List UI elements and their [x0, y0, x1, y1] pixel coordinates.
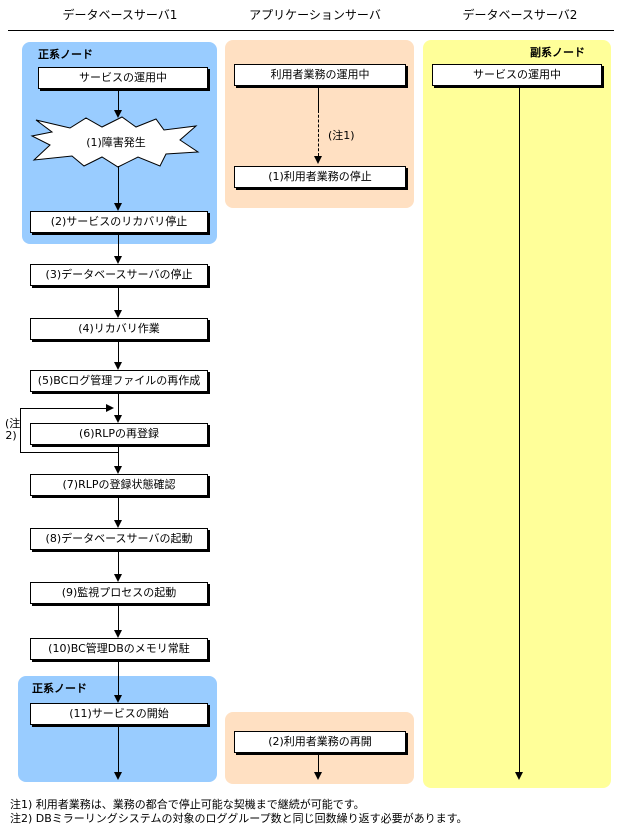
db1-connector-5: [118, 339, 119, 362]
db1-connector-1: [118, 88, 119, 110]
db1-arrowhead-3: [114, 256, 122, 264]
db1-arrowhead-12: [114, 772, 122, 780]
primary-node-label-bottom: 正系ノード: [32, 682, 87, 695]
db1-step3: (3)データベースサーバの停止: [30, 264, 208, 286]
db1-connector-6: [118, 391, 119, 415]
db1-step11: (11)サービスの開始: [30, 703, 208, 725]
loop-bottom-line: [20, 452, 118, 453]
column-header-app: アプリケーションサーバ: [249, 8, 381, 22]
app-connector-solid: [318, 85, 319, 110]
secondary-node-label: 副系ノード: [530, 46, 585, 59]
db1-step9: (9)監視プロセスの起動: [30, 582, 208, 604]
primary-node-zone-bottom: [18, 676, 217, 782]
app-resume: (2)利用者業務の再開: [234, 731, 406, 753]
app-stop: (1)利用者業務の停止: [234, 166, 406, 188]
note-2: 注2) DBミラーリングシステムの対象のロググループ数と同じ回数繰り返す必要があ…: [10, 812, 468, 825]
app-connector-dashed: [318, 110, 319, 156]
db2-arrowhead: [515, 772, 523, 780]
db1-arrowhead-4: [114, 310, 122, 318]
header-divider: [8, 30, 614, 31]
db1-connector-4: [118, 285, 119, 310]
column-header-db1: データベースサーバ1: [62, 8, 178, 22]
loop-left-line: [20, 408, 21, 453]
db1-step7: (7)RLPの登録状態確認: [30, 474, 208, 496]
note-1: 注1) 利用者業務は、業務の都合で停止可能な契機まで継続が可能です。: [10, 798, 365, 811]
failure-starburst: [30, 116, 200, 168]
primary-node-label-top: 正系ノード: [38, 48, 93, 61]
db1-step8: (8)データベースサーバの起動: [30, 528, 208, 550]
column-header-db2: データベースサーバ2: [462, 8, 578, 22]
db1-arrowhead-6: [114, 415, 122, 423]
db1-connector-9: [118, 549, 119, 574]
db1-connector-12: [118, 724, 119, 772]
db2-connector: [519, 85, 520, 772]
db1-connector-3: [118, 232, 119, 256]
app-running: 利用者業務の運用中: [234, 64, 406, 86]
app-connector-2: [318, 752, 319, 772]
db2-service-running: サービスの運用中: [432, 64, 602, 86]
db1-arrowhead-11: [114, 695, 122, 703]
secondary-node-zone: [423, 40, 611, 788]
db1-step5: (5)BCログ管理ファイルの再作成: [30, 370, 208, 392]
db1-arrowhead-5: [114, 362, 122, 370]
db1-connector-7: [118, 444, 119, 466]
db1-arrowhead-8: [114, 520, 122, 528]
db1-arrowhead-1: [114, 110, 122, 118]
db1-step10: (10)BC管理DBのメモリ常駐: [30, 638, 208, 660]
failure-label: (1)障害発生: [86, 136, 146, 149]
db1-service-running: サービスの運用中: [38, 67, 208, 89]
app-arrowhead-2: [314, 772, 322, 780]
db1-step2: (2)サービスのリカバリ停止: [30, 211, 208, 233]
db1-arrowhead-2: [114, 203, 122, 211]
db1-connector-10: [118, 603, 119, 630]
app-arrowhead-1: [314, 156, 322, 164]
db1-arrowhead-9: [114, 574, 122, 582]
db1-connector-8: [118, 495, 119, 520]
db1-arrowhead-10: [114, 630, 122, 638]
db1-connector-11: [118, 659, 119, 695]
db1-connector-2: [118, 166, 119, 203]
loop-arrowhead: [106, 404, 114, 412]
loop-note: (注2): [5, 417, 21, 442]
db1-step6: (6)RLPの再登録: [30, 423, 208, 445]
db1-step4: (4)リカバリ作業: [30, 318, 208, 340]
app-note-ref: (注1): [328, 129, 355, 142]
loop-top-line: [20, 408, 106, 409]
db1-arrowhead-7: [114, 466, 122, 474]
